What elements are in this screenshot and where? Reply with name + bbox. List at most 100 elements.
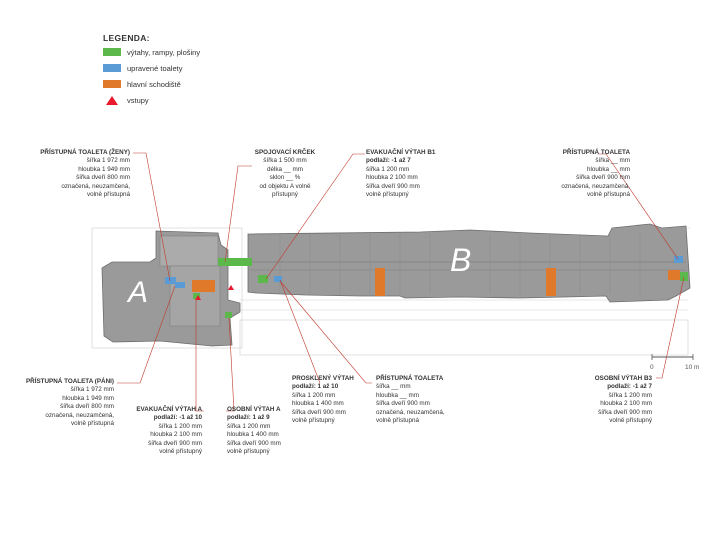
stairs-swatch: [103, 80, 121, 88]
building-b: [247, 223, 691, 303]
annotation-line: označená, neuzamčená,: [61, 182, 130, 190]
annotation-line: volně přístupná: [86, 191, 130, 199]
annotation-title: PŘÍSTUPNÁ TOALETA: [562, 149, 630, 156]
annotation-glass-lift: PROSKLENÝ VÝTAH podlaží: 1 až 10 šířka 1…: [292, 375, 354, 425]
annotation-line: šířka 1 972 mm: [70, 386, 114, 394]
annotation-line: hloubka 2 100 mm: [150, 431, 202, 439]
building-b-label: B: [450, 242, 472, 278]
annotation-floors: podlaží: -1 až 10: [153, 414, 202, 422]
annotation-title: EVAKUAČNÍ VÝTAH A: [136, 406, 202, 413]
legend-label: hlavní schodiště: [127, 79, 181, 89]
annotation-line: šířka dveří 900 mm: [227, 439, 281, 447]
annotation-line: šířka 1 200 mm: [608, 391, 652, 399]
annotation-line: volně přístupný: [227, 448, 270, 456]
annotation-wc-women: PŘÍSTUPNÁ TOALETA (ŽENY) šířka 1 972 mm …: [28, 149, 130, 199]
lift-b3: [680, 272, 688, 281]
lift-a-evac: [193, 293, 200, 299]
annotation-line: označená, neuzamčená,: [376, 408, 445, 416]
annotation-line: hloubka 1 400 mm: [292, 400, 344, 408]
annotation-lift-a-personal: OSOBNÍ VÝTAH A podlaží: 1 až 9 šířka 1 2…: [227, 406, 281, 456]
annotation-line: šířka 1 972 mm: [86, 157, 130, 165]
stairs-b3: [668, 270, 680, 280]
annotation-line: šířka __ mm: [376, 383, 411, 391]
annotation-line: šířka dveří 900 mm: [576, 174, 630, 182]
scale-bar: [651, 354, 694, 360]
annotation-line: šířka 1 200 mm: [366, 165, 410, 173]
stairs-a: [192, 280, 215, 292]
toilet-a-women: [165, 277, 176, 284]
annotation-floors: podlaží: -1 až 7: [607, 383, 652, 391]
annotation-line: hloubka __ mm: [586, 165, 630, 173]
annotation-line: volně přístupná: [586, 191, 630, 199]
annotation-title: PROSKLENÝ VÝTAH: [292, 375, 354, 382]
legend-label: upravené toalety: [127, 63, 183, 73]
annotation-wc-b-mid: PŘÍSTUPNÁ TOALETA šířka __ mm hloubka __…: [376, 375, 445, 425]
annotation-line: hloubka 1 949 mm: [78, 165, 130, 173]
scale-ten: 10 m: [685, 364, 700, 371]
building-a: [101, 230, 241, 347]
annotation-lift-b1: EVAKUAČNÍ VÝTAH B1 podlaží: -1 až 7 šířk…: [366, 149, 435, 199]
stairs-b2: [546, 268, 556, 296]
annotation-wc-b-right: PŘÍSTUPNÁ TOALETA šířka __ mm hloubka __…: [540, 149, 630, 199]
lift-a-personal: [225, 312, 232, 318]
annotation-lift-b3: OSOBNÍ VÝTAH B3 podlaží: -1 až 7 šířka 1…: [556, 375, 652, 425]
annotation-corridor: SPOJOVACÍ KRČEK šířka 1 500 mm délka __ …: [252, 149, 318, 199]
annotation-floors: podlaží: 1 až 10: [292, 383, 339, 391]
legend-label: výtahy, rampy, plošiny: [127, 47, 201, 57]
annotation-lift-a-evac: EVAKUAČNÍ VÝTAH A podlaží: -1 až 10 šířk…: [130, 406, 202, 456]
annotation-line: šířka dveří 900 mm: [366, 182, 420, 190]
legend-item-toilets: upravené toalety: [103, 63, 182, 73]
annotation-line: volně přístupný: [609, 417, 652, 425]
entrance-a-icon: [195, 295, 201, 300]
entrance-a2-icon: [228, 285, 234, 290]
annotation-line: sklon __ %: [269, 174, 301, 182]
annotation-line: hloubka __ mm: [376, 391, 420, 399]
toilet-b-mid: [274, 276, 282, 282]
annotation-title: PŘÍSTUPNÁ TOALETA (PÁNI): [25, 378, 114, 385]
connecting-corridor: [218, 258, 252, 266]
annotation-line: volně přístupný: [292, 417, 335, 425]
annotation-floors: podlaží: -1 až 7: [366, 157, 411, 165]
annotation-line: hloubka 1 949 mm: [62, 394, 114, 402]
toilets-swatch: [103, 64, 121, 72]
building-a-label: A: [128, 276, 149, 309]
annotation-title: EVAKUAČNÍ VÝTAH B1: [366, 149, 436, 156]
annotation-line: šířka dveří 800 mm: [76, 174, 130, 182]
stairs-b1: [375, 268, 385, 296]
annotation-line: přístupný: [272, 191, 298, 199]
annotation-line: označená, neuzamčená,: [561, 182, 630, 190]
annotation-title: SPOJOVACÍ KRČEK: [254, 149, 316, 156]
annotation-line: hloubka 2 100 mm: [600, 400, 652, 408]
lift-b1: [258, 275, 268, 283]
annotation-wc-men: PŘÍSTUPNÁ TOALETA (PÁNI) šířka 1 972 mm …: [14, 378, 114, 428]
annotation-line: hloubka 1 400 mm: [227, 431, 279, 439]
annotation-title: OSOBNÍ VÝTAH B3: [594, 375, 652, 382]
scale-zero: 0: [650, 364, 654, 371]
legend-item-entrances: vstupy: [103, 95, 149, 105]
annotation-line: od objektu A volně: [259, 182, 311, 190]
annotation-line: volně přístupná: [70, 420, 114, 428]
toilet-b-right: [674, 256, 683, 263]
annotation-line: hloubka 2 100 mm: [366, 174, 418, 182]
annotation-line: šířka dveří 900 mm: [598, 408, 652, 416]
annotation-line: šířka dveří 900 mm: [292, 408, 346, 416]
annotation-line: šířka dveří 900 mm: [376, 400, 430, 408]
annotation-line: šířka 1 500 mm: [263, 157, 307, 165]
legend-label: vstupy: [127, 95, 149, 105]
annotation-title: PŘÍSTUPNÁ TOALETA (ŽENY): [40, 149, 130, 156]
annotation-line: šířka 1 200 mm: [158, 422, 202, 430]
legend-item-lifts: výtahy, rampy, plošiny: [103, 47, 200, 57]
annotation-floors: podlaží: 1 až 9: [227, 414, 270, 422]
leader-lines: [117, 152, 685, 412]
lifts-swatch: [103, 48, 121, 56]
annotation-line: šířka dveří 900 mm: [148, 439, 202, 447]
red-triangle-icon: [106, 95, 118, 105]
annotation-line: délka __ mm: [266, 165, 304, 173]
annotation-title: OSOBNÍ VÝTAH A: [227, 406, 281, 413]
annotation-line: označená, neuzamčená,: [45, 411, 114, 419]
annotation-line: šířka 1 200 mm: [292, 391, 336, 399]
toilet-a-men: [175, 282, 185, 288]
annotation-title: PŘÍSTUPNÁ TOALETA: [376, 375, 444, 382]
